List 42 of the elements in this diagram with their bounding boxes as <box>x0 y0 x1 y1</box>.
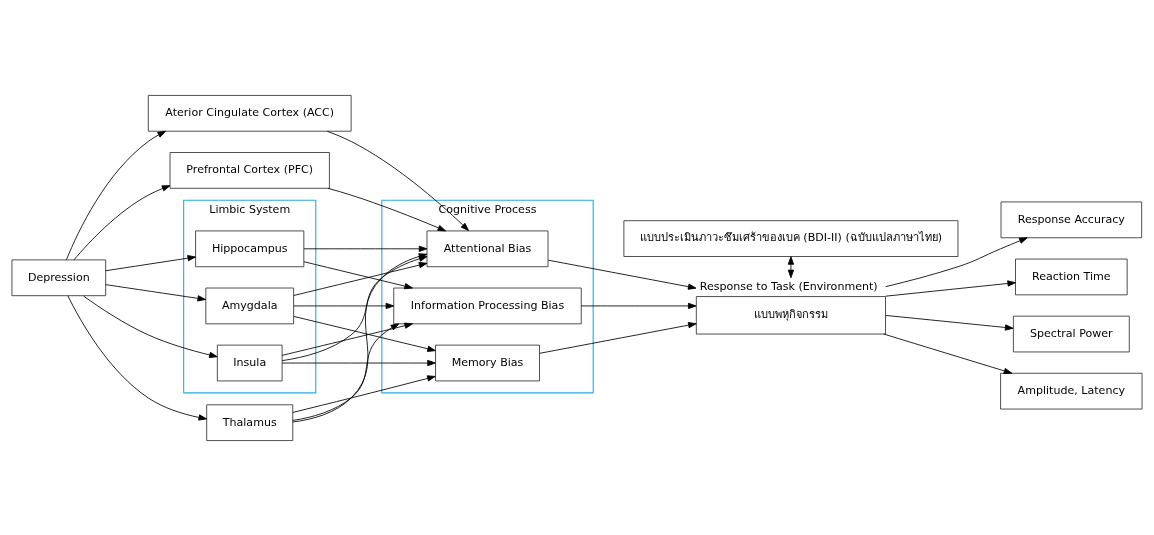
arrow <box>292 374 436 413</box>
node-box: Hippocampus <box>195 230 305 267</box>
arrow <box>883 333 1013 374</box>
node-box: Attentional Bias <box>426 230 549 267</box>
arrow <box>73 184 171 260</box>
arrow <box>67 294 208 421</box>
arrow <box>281 322 413 356</box>
node-box: Memory Bias <box>435 344 540 381</box>
arrow <box>885 314 1014 331</box>
node-box: Prefrontal Cortex (PFC) <box>169 151 330 189</box>
node-box: แบบประเมินภาวะซึมเศร้าของเบค (BDI-II) (ฉบับแปลภาษาไทย) <box>623 219 959 257</box>
node-box: Response Accuracy <box>1000 201 1143 238</box>
arrow <box>293 261 428 296</box>
arrow <box>303 260 413 289</box>
arrow <box>292 322 400 421</box>
arrow <box>327 187 447 231</box>
node-box: Spectral Power <box>1012 315 1130 352</box>
arrow <box>787 255 795 278</box>
node-box: Thalamus <box>206 403 294 441</box>
arrow <box>105 283 206 301</box>
node-box: Aterior Cingulate Cortex (ACC) <box>147 94 352 132</box>
arrow <box>326 130 470 231</box>
node-box: Information Processing Bias <box>393 287 582 324</box>
arrow <box>539 321 697 354</box>
arrow <box>885 236 1028 287</box>
arrow <box>580 302 697 309</box>
node-box: Amplitude, Latency <box>1000 372 1143 409</box>
arrow <box>293 315 436 352</box>
arrow <box>293 302 395 309</box>
arrow <box>281 359 436 366</box>
arrow <box>66 130 167 260</box>
arrow <box>105 254 196 271</box>
node-box: Amygdala <box>205 287 295 324</box>
arrow <box>547 259 697 290</box>
arrow <box>303 245 428 252</box>
arrow <box>82 294 218 358</box>
node-box: Reaction Time <box>1015 258 1128 295</box>
node-label: Response to Task (Environment) <box>699 279 878 293</box>
arrow <box>885 279 1016 297</box>
node-box: Insula <box>216 344 283 381</box>
node-box: แบบพหุกิจกรรม <box>695 295 886 334</box>
node-box: Depression <box>11 258 107 296</box>
